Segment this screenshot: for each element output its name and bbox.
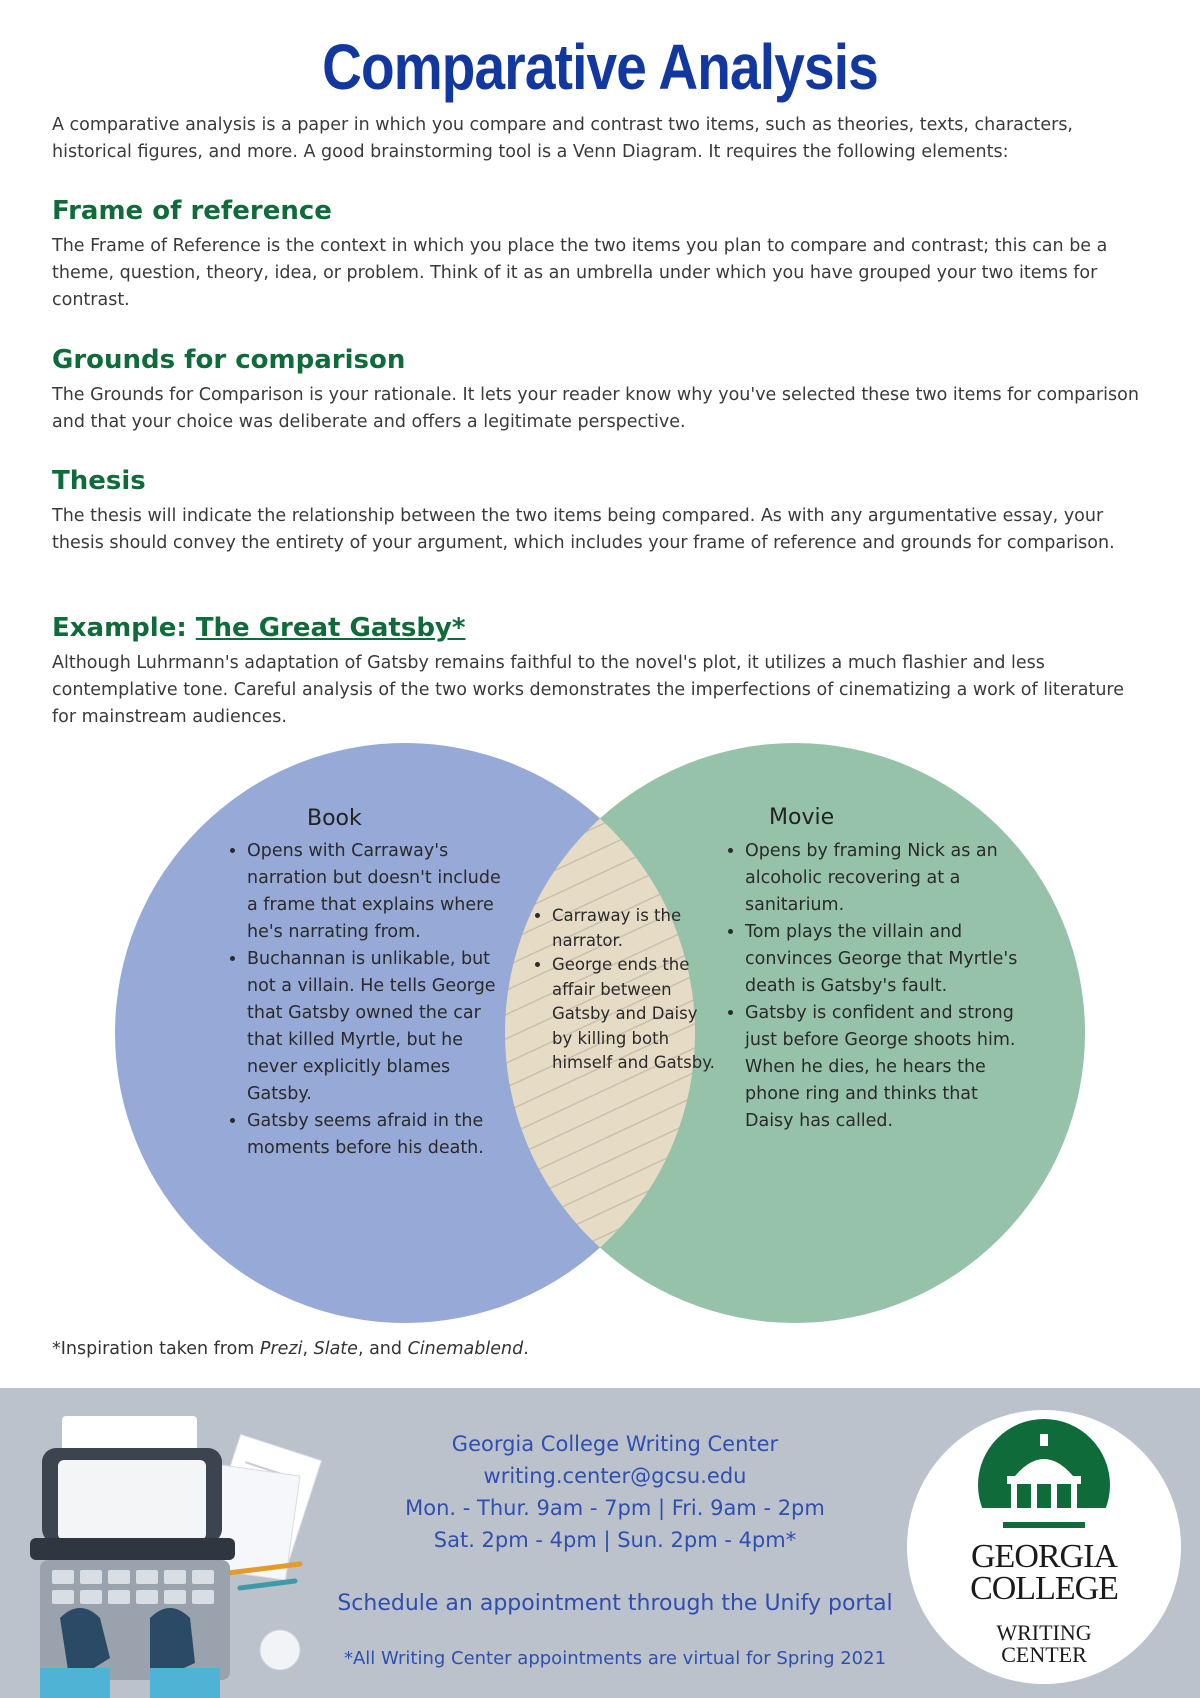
footnote-sep: , and [357,1339,408,1359]
weekday-hours: Mon. - Thur. 9am - 7pm | Fri. 9am - 2pm [405,1496,825,1520]
source-cinemablend: Cinemablend [407,1339,524,1359]
logo-writing: WRITING [996,1620,1092,1645]
dome-icon [977,1419,1111,1553]
movie-label: Movie [769,805,835,830]
source-slate: Slate [313,1339,358,1359]
logo-georgia: GEORGIA [971,1538,1118,1575]
movie-item: Tom plays the villain and convinces Geor… [745,919,1020,1000]
writing-center-name: Georgia College Writing Center [451,1432,779,1456]
source-prezi: Prezi [259,1339,303,1359]
book-list: Opens with Carraway's narration but does… [225,838,517,1162]
footnote-end: . [523,1339,529,1359]
overlap-item: Carraway is the narrator. [552,904,722,953]
section-body-grounds: The Grounds for Comparison is your ratio… [52,385,1139,432]
movie-item: Opens by framing Nick as an alcoholic re… [745,838,1020,919]
footnote: *Inspiration taken from Prezi, Slate, an… [52,1339,529,1359]
footnote-prefix: *Inspiration taken from [52,1339,260,1359]
book-item: Gatsby seems afraid in the moments befor… [247,1108,517,1162]
movie-list: Opens by framing Nick as an alcoholic re… [723,838,1020,1135]
venn-diagram: Book Movie Opens with Carraway's narrati… [0,740,1200,1340]
book-item: Buchannan is unlikable, but not a villai… [247,946,517,1108]
writing-center-email[interactable]: writing.center@gcsu.edu [483,1464,747,1488]
overlap-item: George ends the affair between Gatsby an… [552,953,722,1076]
example-heading: Example: The Great Gatsby* [52,613,465,643]
movie-item: Gatsby is confident and strong just befo… [745,1000,1020,1135]
example-link[interactable]: The Great Gatsby* [195,613,466,643]
section-heading-grounds: Grounds for comparison [52,345,406,375]
weekend-hours: Sat. 2pm - 4pm | Sun. 2pm - 4pm* [433,1528,797,1552]
book-label: Book [307,806,362,831]
example-heading-prefix: Example: [52,613,196,643]
section-body-thesis: The thesis will indicate the relationshi… [52,506,1115,553]
georgia-college-logo: GEORGIA COLLEGE WRITING CENTER [907,1410,1181,1684]
overlap-region [505,743,695,1323]
typewriter-illustration [30,1416,323,1698]
section-body-frame: The Frame of Reference is the context in… [52,236,1108,310]
footnote-sep: , [302,1339,314,1359]
schedule-link[interactable]: Schedule an appointment through the Unif… [337,1591,893,1616]
venn-circles [115,743,1085,1323]
page-title: Comparative Analysis [322,31,879,103]
footer-banner: Georgia College Writing Center writing.c… [0,1388,1200,1698]
section-heading-thesis: Thesis [52,466,146,496]
logo-center: CENTER [1001,1642,1087,1667]
section-heading-frame: Frame of reference [52,196,332,226]
virtual-note: *All Writing Center appointments are vir… [343,1648,887,1669]
example-body: Although Luhrmann's adaptation of Gatsby… [52,653,1124,727]
logo-college: COLLEGE [970,1570,1119,1607]
intro-paragraph: A comparative analysis is a paper in whi… [52,115,1073,162]
overlap-list: Carraway is the narrator. George ends th… [532,904,722,1076]
book-item: Opens with Carraway's narration but does… [247,838,517,946]
